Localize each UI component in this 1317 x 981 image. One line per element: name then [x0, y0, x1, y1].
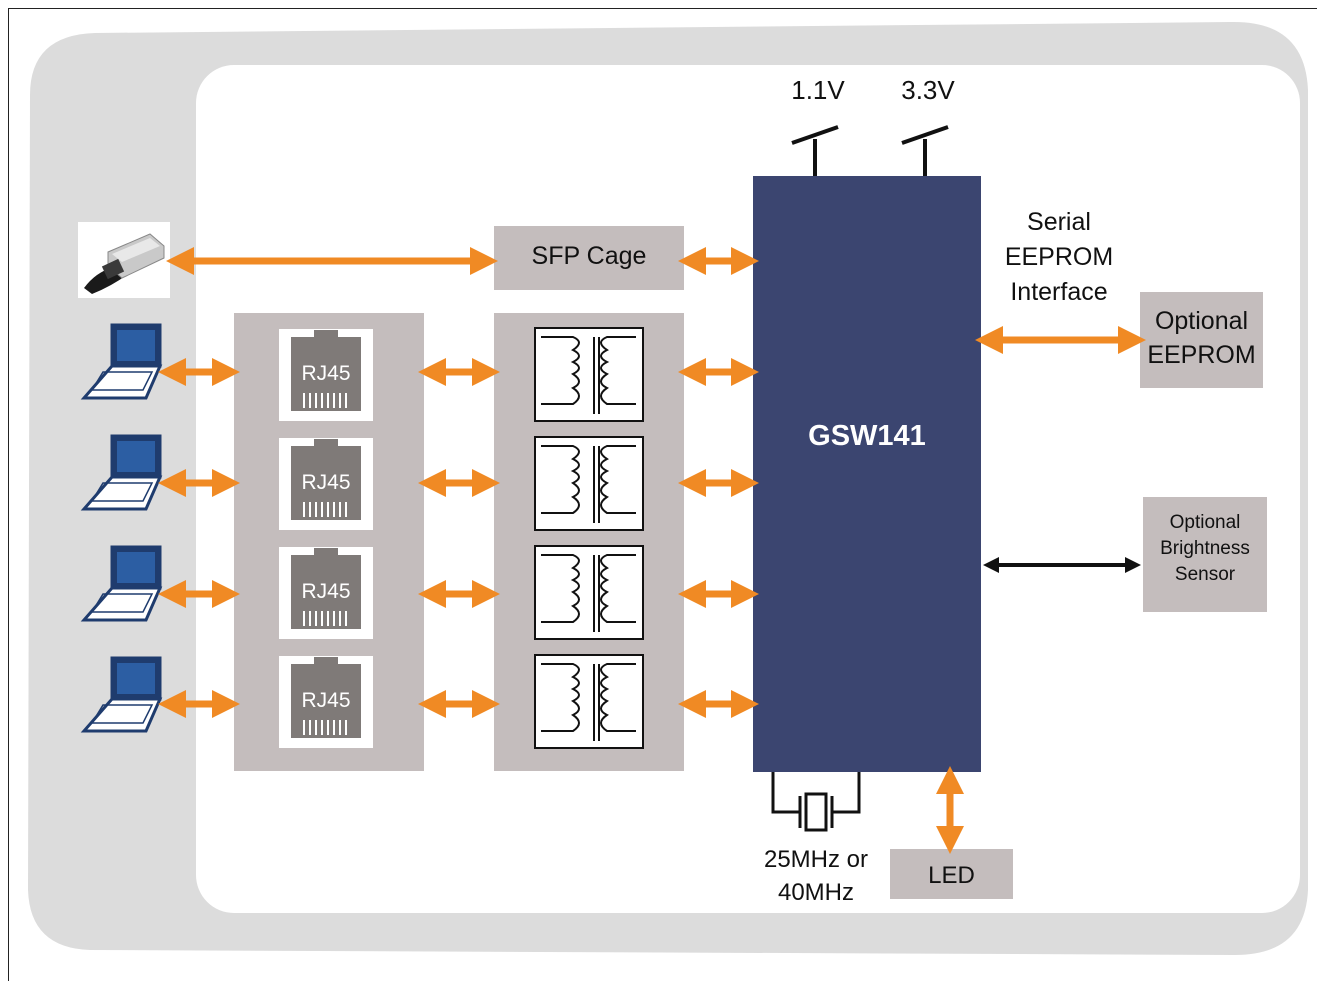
crystal-frequency-label: 25MHz or 40MHz	[750, 843, 882, 909]
power-rail-label-1v1: 1.1V	[791, 75, 845, 105]
crystal-frequency-line-1: 25MHz or	[763, 846, 869, 873]
brightness-sensor-label: Optional Brightness Sensor	[1143, 510, 1267, 588]
optional-eeprom-box	[1140, 292, 1263, 388]
chip-label: GSW141	[808, 420, 926, 452]
rj45-jack-3	[279, 547, 373, 639]
sfp-cage-label: SFP Cage	[531, 242, 647, 270]
sfp-cage-box	[494, 226, 684, 290]
led-box	[890, 849, 1013, 899]
brightness-sensor-line-1: Optional	[1169, 512, 1241, 533]
rj45-label-1: RJ45	[301, 362, 351, 385]
brightness-sensor-line-3: Sensor	[1174, 564, 1236, 585]
transformer-icon	[534, 654, 644, 749]
optional-eeprom-line-2: EEPROM	[1147, 341, 1256, 369]
rj45-jack-4	[279, 656, 373, 748]
crystal-frequency-line-2: 40MHz	[777, 879, 855, 906]
eeprom-interface-label: Serial EEPROM Interface	[996, 205, 1122, 310]
gsw141-chip	[753, 176, 981, 772]
rj45-label-4: RJ45	[301, 689, 351, 712]
laptop-icon	[80, 323, 163, 400]
transformer-icon	[534, 327, 644, 422]
optional-brightness-sensor-box	[1143, 497, 1267, 612]
sfp-module-icon	[78, 222, 170, 298]
transformer-icon	[534, 545, 644, 640]
transformer-icon	[534, 436, 644, 531]
figure-border	[8, 8, 1317, 981]
rj45-label-3: RJ45	[301, 580, 351, 603]
optional-eeprom-label: Optional EEPROM	[1140, 304, 1263, 372]
brightness-sensor-line-2: Brightness	[1160, 538, 1250, 559]
led-label: LED	[928, 862, 975, 889]
power-rail-icon	[791, 125, 839, 176]
rj45-jack-2	[279, 438, 373, 530]
rj45-label-2: RJ45	[301, 471, 351, 494]
eeprom-interface-line-2: EEPROM	[1004, 243, 1114, 271]
arrows	[158, 247, 1146, 854]
eeprom-interface-line-1: Serial	[1027, 208, 1091, 236]
rj45-jack-1	[279, 329, 373, 421]
crystal-icon	[771, 772, 861, 832]
optional-eeprom-line-1: Optional	[1154, 307, 1249, 335]
eeprom-interface-line-3: Interface	[1010, 278, 1108, 306]
power-rail-icon	[901, 125, 949, 176]
power-rail-label-3v3: 3.3V	[901, 75, 955, 105]
